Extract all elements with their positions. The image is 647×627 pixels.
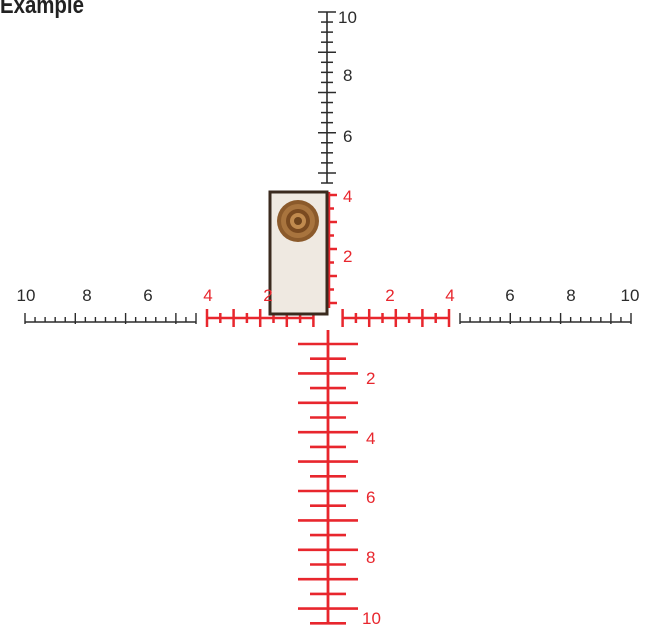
down-label-6: 6 (366, 488, 375, 507)
left-label-10: 10 (17, 286, 36, 305)
down-label-2: 2 (366, 369, 375, 388)
right-label-8: 8 (566, 286, 575, 305)
left-label-2: 2 (263, 286, 272, 305)
right-label-4: 4 (445, 286, 454, 305)
left-label-6: 6 (143, 286, 152, 305)
up-label-6: 6 (343, 127, 352, 146)
up-label-2: 2 (343, 247, 352, 266)
left-label-8: 8 (82, 286, 91, 305)
right-label-10: 10 (621, 286, 640, 305)
down-label-10: 10 (362, 609, 381, 627)
right-label-2: 2 (385, 286, 394, 305)
up-label-4: 4 (343, 187, 352, 206)
inner-tick-marks (205, 192, 451, 625)
right-label-6: 6 (505, 286, 514, 305)
up-label-8: 8 (343, 66, 352, 85)
left-label-4: 4 (203, 286, 212, 305)
outer-tick-marks (24, 11, 632, 324)
up-label-10: 10 (338, 8, 357, 27)
down-label-4: 4 (366, 429, 375, 448)
wood-target-icon (277, 200, 319, 242)
down-label-8: 8 (366, 548, 375, 567)
page-title: Example (0, 0, 84, 19)
